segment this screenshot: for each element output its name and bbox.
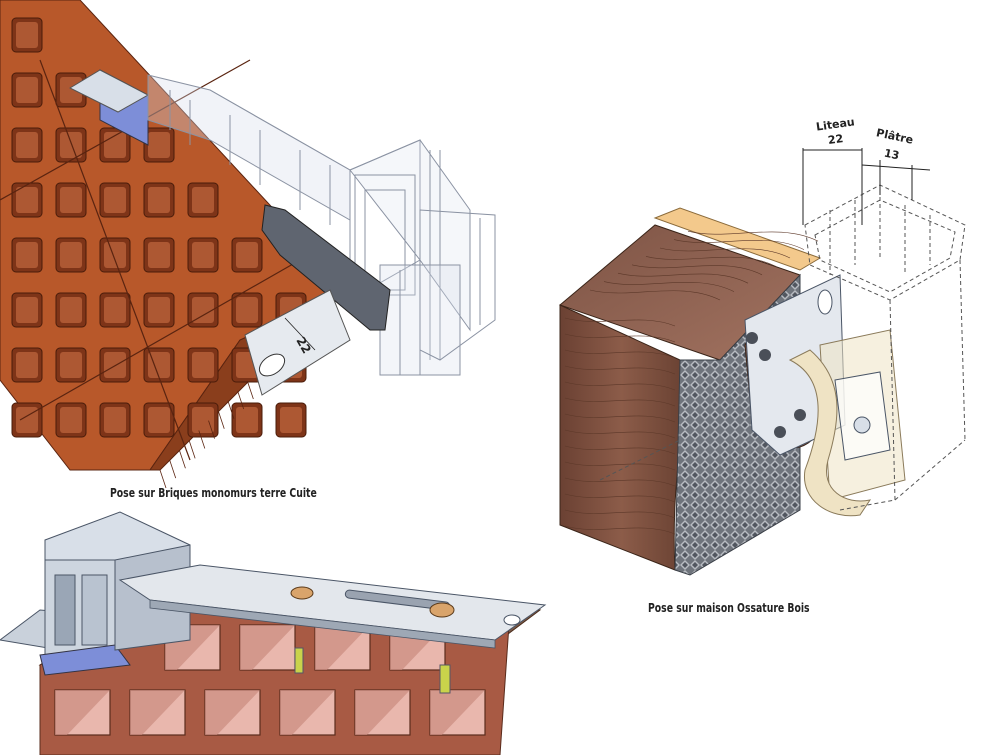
brick-cell [99,182,131,218]
brick-cell [11,347,43,383]
brick-cell [143,182,175,218]
brick-cell [99,402,131,438]
masonry-cell [54,689,111,736]
masonry-cell [129,689,186,736]
brick-cell [99,292,131,328]
brick-cell [99,237,131,273]
masonry-cell [354,689,411,736]
masonry-cell [204,689,261,736]
wood-block-front [559,304,684,571]
brick-cell [187,237,219,273]
wood-frame-assembly [559,148,966,576]
brick-monomur-assembly: 22 [0,0,496,489]
brick-cell [187,292,219,328]
brick-cell [55,402,87,438]
dark-clip [261,204,391,331]
brick-cell [99,347,131,383]
brick-cell [55,347,87,383]
brick-cell [55,127,87,163]
bracket-hole [503,614,521,626]
brick-cell [231,402,263,438]
masonry-cell [279,689,336,736]
plaster-curl [788,349,872,517]
brick-cell [55,237,87,273]
bracket-screw [774,426,786,438]
masonry-cell [429,689,486,736]
fixing-slot [258,353,286,377]
bracket-screw [759,349,771,361]
brick-cell [11,72,43,108]
masonry-assembly [0,511,547,755]
brick-cell [187,347,219,383]
brick-cell [187,402,219,438]
bracket-screw [794,409,806,421]
long-fixing-bracket [118,564,547,641]
wall-plug [294,647,304,674]
bracket-screw [746,332,758,344]
brick-cell [55,292,87,328]
screw-head [290,586,314,600]
plaster-window-profile [834,371,891,461]
window-frame-wireframe [147,74,496,376]
brick-cell [231,237,263,273]
brick-cell [11,17,43,53]
masonry-cell [239,624,296,671]
brick-cell [11,402,43,438]
brick-cell [143,292,175,328]
brick-cell [11,292,43,328]
brick-cell [143,347,175,383]
brick-cell [143,402,175,438]
screw-head [429,602,455,618]
brick-cell [187,182,219,218]
caption-bricks: Pose sur Briques monomurs terre Cuite [110,486,317,500]
liteau-value: 22 [827,131,845,148]
brick-cell [55,72,87,108]
brick-cell [275,402,307,438]
wood-grain [564,230,819,535]
brick-cell [11,182,43,218]
brick-cell [143,127,175,163]
brick-cell [11,127,43,163]
masonry-cells [54,624,486,736]
brick-cell [11,237,43,273]
dimension-lines [802,148,931,225]
wall-plug [439,664,451,694]
caption-wood-frame: Pose sur maison Ossature Bois [648,601,810,615]
brick-cell [55,182,87,218]
brick-cells [11,17,307,438]
brick-cell [231,292,263,328]
brick-cell [143,237,175,273]
